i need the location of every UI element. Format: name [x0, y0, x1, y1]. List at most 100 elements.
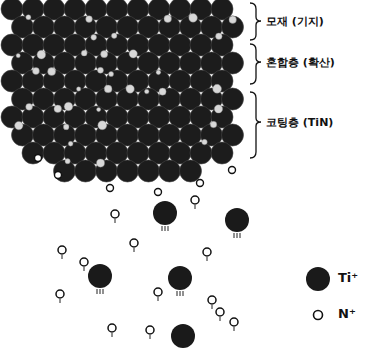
ti-atom: [117, 160, 139, 182]
n-atom: [26, 103, 33, 110]
n-atom: [32, 68, 39, 75]
n-atom: [155, 189, 162, 196]
brace: [250, 3, 261, 40]
n-atom: [86, 16, 93, 23]
motion-trail: [60, 299, 61, 303]
n-atom: [96, 159, 104, 167]
n-atom: [159, 88, 166, 95]
n-atom: [129, 50, 137, 58]
motion-trail: [97, 289, 98, 294]
n-ion-symbol: [314, 311, 323, 320]
n-atom: [68, 141, 73, 146]
brace: [250, 92, 261, 158]
layer-label: 코팅층 (TiN): [266, 115, 333, 130]
motion-trail: [195, 205, 196, 209]
n-atom: [48, 68, 56, 76]
n-atom: [54, 105, 62, 113]
layer-braces: [250, 3, 261, 158]
n-ion: [80, 258, 88, 266]
n-atom: [144, 89, 149, 94]
n-atom: [35, 155, 42, 162]
motion-trail: [115, 219, 116, 223]
n-atom: [63, 124, 69, 130]
ti-ion-symbol: [306, 267, 330, 291]
ti-ion: [153, 201, 177, 225]
ti-atom: [75, 160, 97, 182]
n-ion: [111, 210, 119, 218]
n-atom: [101, 51, 108, 58]
motion-trail: [84, 267, 85, 271]
n-ion: [108, 324, 116, 332]
motion-trail: [180, 291, 181, 296]
motion-trail: [168, 226, 169, 231]
ti-ion: [171, 324, 195, 348]
motion-trail: [162, 226, 163, 231]
ti-atom: [138, 160, 160, 182]
n-ion: [154, 288, 162, 296]
n-atom: [202, 139, 207, 144]
ti-atom: [211, 142, 233, 164]
n-atom: [37, 50, 46, 59]
motion-trail: [112, 333, 113, 337]
n-atom: [55, 172, 62, 179]
n-atom: [156, 70, 161, 75]
ti-atom: [96, 160, 118, 182]
ti-atom: [159, 160, 181, 182]
ti-ion: [168, 266, 192, 290]
motion-trail: [158, 297, 159, 301]
n-atom: [91, 35, 97, 41]
motion-trail: [134, 248, 135, 252]
ti-ion: [225, 208, 249, 232]
layer-label: 혼합층 (확산): [266, 55, 335, 70]
n-ion: [130, 239, 138, 247]
n-atom: [216, 33, 223, 40]
n-atom: [64, 102, 73, 111]
legend-text: N⁺: [338, 306, 356, 321]
motion-trail: [62, 255, 63, 259]
n-atom: [97, 67, 103, 73]
motion-trail: [183, 291, 184, 296]
n-atom: [164, 15, 171, 22]
falling-ions: [56, 196, 249, 349]
n-ion: [208, 296, 216, 304]
n-atom: [111, 33, 116, 38]
n-atom: [126, 85, 134, 93]
n-ion: [216, 308, 224, 316]
n-atom: [98, 121, 107, 130]
n-atom: [104, 85, 112, 93]
n-atom: [109, 71, 114, 76]
n-atom: [65, 159, 70, 164]
n-atom: [81, 50, 87, 56]
n-ion: [56, 290, 64, 298]
ti-atom: [22, 142, 44, 164]
n-atom: [214, 105, 222, 113]
legend-symbols: [306, 267, 330, 320]
motion-trail: [234, 233, 235, 238]
ti-atom: [54, 160, 76, 182]
layer-label: 모재 (기지): [266, 14, 324, 29]
n-atom: [210, 121, 216, 127]
motion-trail: [150, 335, 151, 339]
motion-trail: [100, 289, 101, 294]
legend-text: Ti⁺: [338, 270, 358, 285]
n-atom: [97, 107, 101, 111]
n-atom: [107, 185, 114, 192]
n-ion: [203, 248, 211, 256]
atom-lattice: [1, 0, 244, 196]
n-ion: [146, 326, 154, 334]
n-ion: [58, 246, 66, 254]
ti-ion: [88, 264, 112, 288]
motion-trail: [240, 233, 241, 238]
n-atom: [76, 87, 80, 91]
n-atom: [26, 15, 31, 20]
motion-trail: [103, 289, 104, 294]
motion-trail: [212, 305, 213, 309]
motion-trail: [220, 317, 221, 321]
n-atom: [229, 167, 236, 174]
motion-trail: [165, 226, 166, 231]
n-atom: [213, 84, 222, 93]
ti-atom: [180, 160, 202, 182]
n-ion: [191, 196, 199, 204]
brace: [250, 44, 261, 84]
